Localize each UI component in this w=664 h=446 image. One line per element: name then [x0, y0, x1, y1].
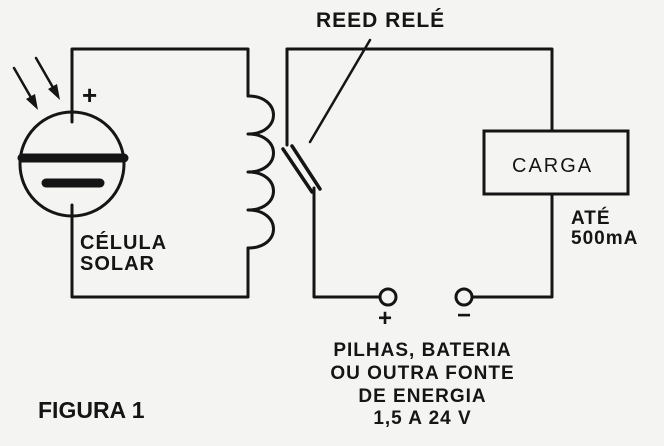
reed-blade-2	[290, 144, 322, 191]
light-arrow-head-1	[26, 94, 38, 110]
solar-cell-line-2: SOLAR	[80, 253, 155, 275]
max-current-label: ATÉ 500mA	[571, 209, 638, 249]
max-current-line-1: ATÉ	[571, 208, 611, 229]
wire-switch-bottom	[312, 186, 382, 299]
light-arrow-head-2	[48, 84, 60, 100]
power-source-line-4: 1,5 A 24 V	[373, 408, 472, 430]
reed-leader-line	[308, 38, 372, 144]
relay-coil	[246, 94, 275, 250]
wire-cell-top	[70, 47, 250, 124]
max-current-line-2: 500mA	[571, 227, 639, 249]
cell-polarity-plus: +	[82, 80, 99, 110]
wire-switch-top	[285, 47, 554, 133]
terminal-positive	[378, 287, 398, 307]
light-arrows-icon	[12, 56, 57, 103]
reed-relay-label: REED RELÉ	[316, 9, 446, 32]
power-source-line-2: OU OUTRA FONTE	[330, 362, 515, 384]
terminal-plus-sign: +	[378, 305, 394, 332]
load-label: CARGA	[512, 155, 594, 177]
power-source-line-1: PILHAS, BATERIA	[333, 340, 512, 361]
wire-load-bottom	[470, 192, 554, 299]
power-source-label: PILHAS, BATERIA OU OUTRA FONTE DE ENERGI…	[300, 340, 545, 431]
solar-cell-label: CÉLULA SOLAR	[80, 233, 167, 275]
wire-cell-bottom	[70, 203, 250, 299]
solar-cell-line-1: CÉLULA	[80, 232, 168, 254]
load-box	[482, 129, 630, 196]
reed-blade-1	[281, 147, 314, 194]
power-source-line-3: DE ENERGIA	[358, 385, 487, 407]
figure-caption: FIGURA 1	[38, 397, 145, 423]
terminal-negative	[454, 287, 474, 307]
terminal-minus-sign: −	[457, 302, 473, 329]
solar-cell-symbol	[18, 110, 126, 218]
